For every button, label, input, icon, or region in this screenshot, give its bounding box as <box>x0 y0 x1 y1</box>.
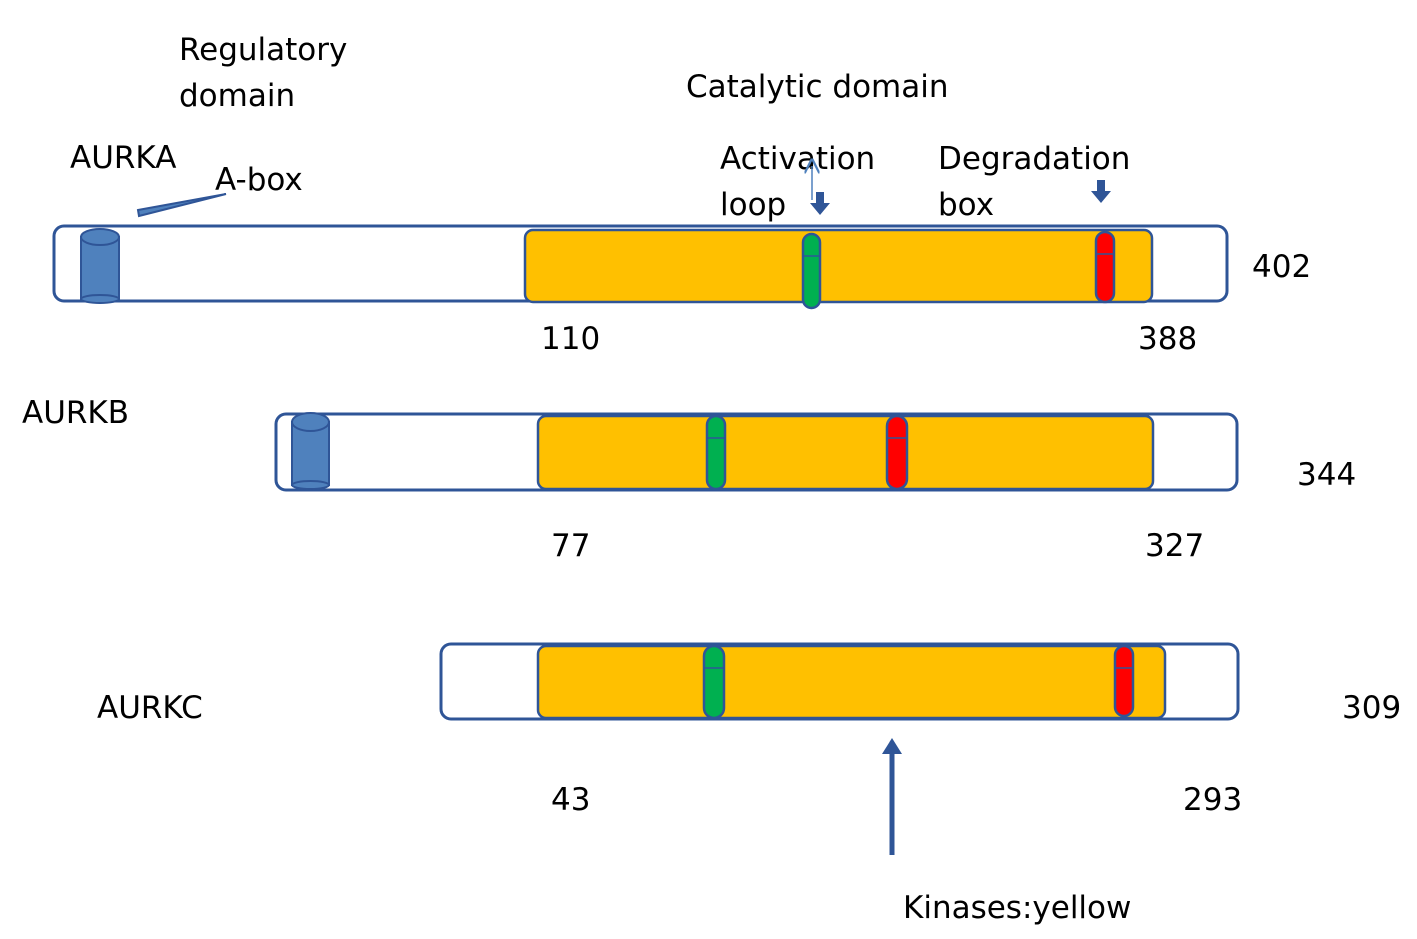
aurkb-length: 344 <box>1297 457 1356 493</box>
aurkc-kinase-domain <box>536 644 1167 720</box>
aurkb-activation-loop <box>705 414 727 491</box>
aurka-name-label: AURKA <box>70 140 176 176</box>
degradation-box-arrow <box>1091 180 1111 203</box>
a-box-label: A-box <box>215 162 303 198</box>
aurkc-kinase-start: 43 <box>551 782 590 818</box>
aurka-length: 402 <box>1252 249 1311 285</box>
aurkb-protein: AURKB 344 77 327 <box>22 395 1356 564</box>
catalytic-domain-label: Catalytic domain <box>686 69 949 105</box>
aurkb-kinase-end: 327 <box>1145 528 1204 564</box>
activation-loop-arrow <box>810 192 830 215</box>
aurkc-length: 309 <box>1342 690 1401 726</box>
degradation-box-label-line2: box <box>938 187 994 223</box>
activation-loop-label-line1: Activation <box>720 141 875 177</box>
aurka-activation-loop <box>801 232 822 310</box>
a-box-shape <box>136 193 227 218</box>
aurka-kinase-end: 388 <box>1138 321 1197 357</box>
aurkb-regulatory-cylinder <box>291 412 330 490</box>
aurkc-degradation-box <box>1113 644 1135 718</box>
aurkc-protein: AURKC 309 43 293 <box>97 642 1401 818</box>
regulatory-domain-label-line2: domain <box>179 78 295 114</box>
aurka-regulatory-cylinder <box>80 228 120 304</box>
degradation-box-label-line1: Degradation <box>938 141 1130 177</box>
kinase-legend-label: Kinases:yellow <box>903 890 1131 926</box>
aurka-kinase-start: 110 <box>541 321 600 357</box>
aurkb-kinase-start: 77 <box>551 528 590 564</box>
regulatory-domain-label-line1: Regulatory <box>179 32 347 68</box>
aurka-kinase-domain <box>523 228 1154 304</box>
activation-loop-label-line2: loop <box>720 187 786 223</box>
aurkc-name-label: AURKC <box>97 690 203 726</box>
aurkc-kinase-end: 293 <box>1183 782 1242 818</box>
aurkb-name-label: AURKB <box>22 395 129 431</box>
aurkc-activation-loop <box>702 644 726 720</box>
aurkb-kinase-domain <box>536 414 1155 491</box>
aurka-protein: AURKA 402 110 388 <box>52 140 1311 357</box>
aurka-degradation-box <box>1094 230 1116 304</box>
aurkb-degradation-box <box>885 414 909 491</box>
kinase-legend-arrow-head <box>882 738 902 754</box>
